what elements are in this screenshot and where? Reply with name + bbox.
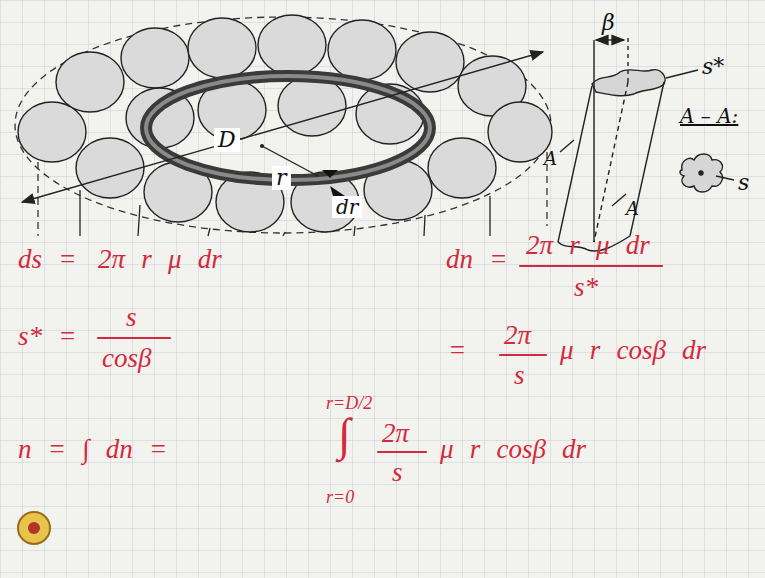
- cross-section: [680, 154, 734, 192]
- fiber-sections: [18, 15, 552, 232]
- integral-limit: r=0: [326, 488, 354, 506]
- dimension-label: r: [272, 166, 291, 190]
- equation-term: μ r cosβ dr: [560, 337, 706, 364]
- equation-term: s*: [574, 274, 598, 301]
- section-title: A – A:: [680, 106, 738, 126]
- equation-term: s: [126, 304, 137, 331]
- equation-term: n = ∫ dn =: [18, 436, 167, 463]
- dimension-label: dr: [332, 196, 362, 218]
- equation-term: s: [514, 362, 525, 389]
- diameter-line: [22, 52, 543, 202]
- integral-limit: r=D/2: [326, 394, 372, 412]
- equation-term: 2π: [382, 420, 409, 447]
- equation-term: cosβ: [102, 345, 151, 372]
- dimension-label: D: [214, 128, 240, 152]
- equation-term: μ r cosβ dr: [440, 436, 586, 463]
- annulus-ring: [146, 76, 430, 180]
- area-label: s: [738, 172, 749, 194]
- equation-term: =: [448, 337, 466, 364]
- equation-term: 2π r μ dr: [98, 246, 222, 273]
- equation-term: s: [392, 459, 403, 486]
- equation-term: dn =: [446, 246, 507, 273]
- section-mark: A: [544, 150, 557, 168]
- angle-label: β: [602, 12, 615, 34]
- equation-term: ds =: [18, 246, 76, 273]
- dr-mark: [322, 170, 338, 178]
- inclined-fiber: [558, 36, 698, 251]
- equation-term: s* =: [18, 323, 76, 350]
- area-label: s*: [702, 56, 724, 78]
- institute-emblem: [18, 512, 50, 544]
- integral-sign: ∫: [338, 412, 351, 458]
- equation-term: 2π r μ dr: [526, 232, 650, 259]
- section-mark: A: [626, 200, 639, 218]
- equation-term: 2π: [504, 322, 531, 349]
